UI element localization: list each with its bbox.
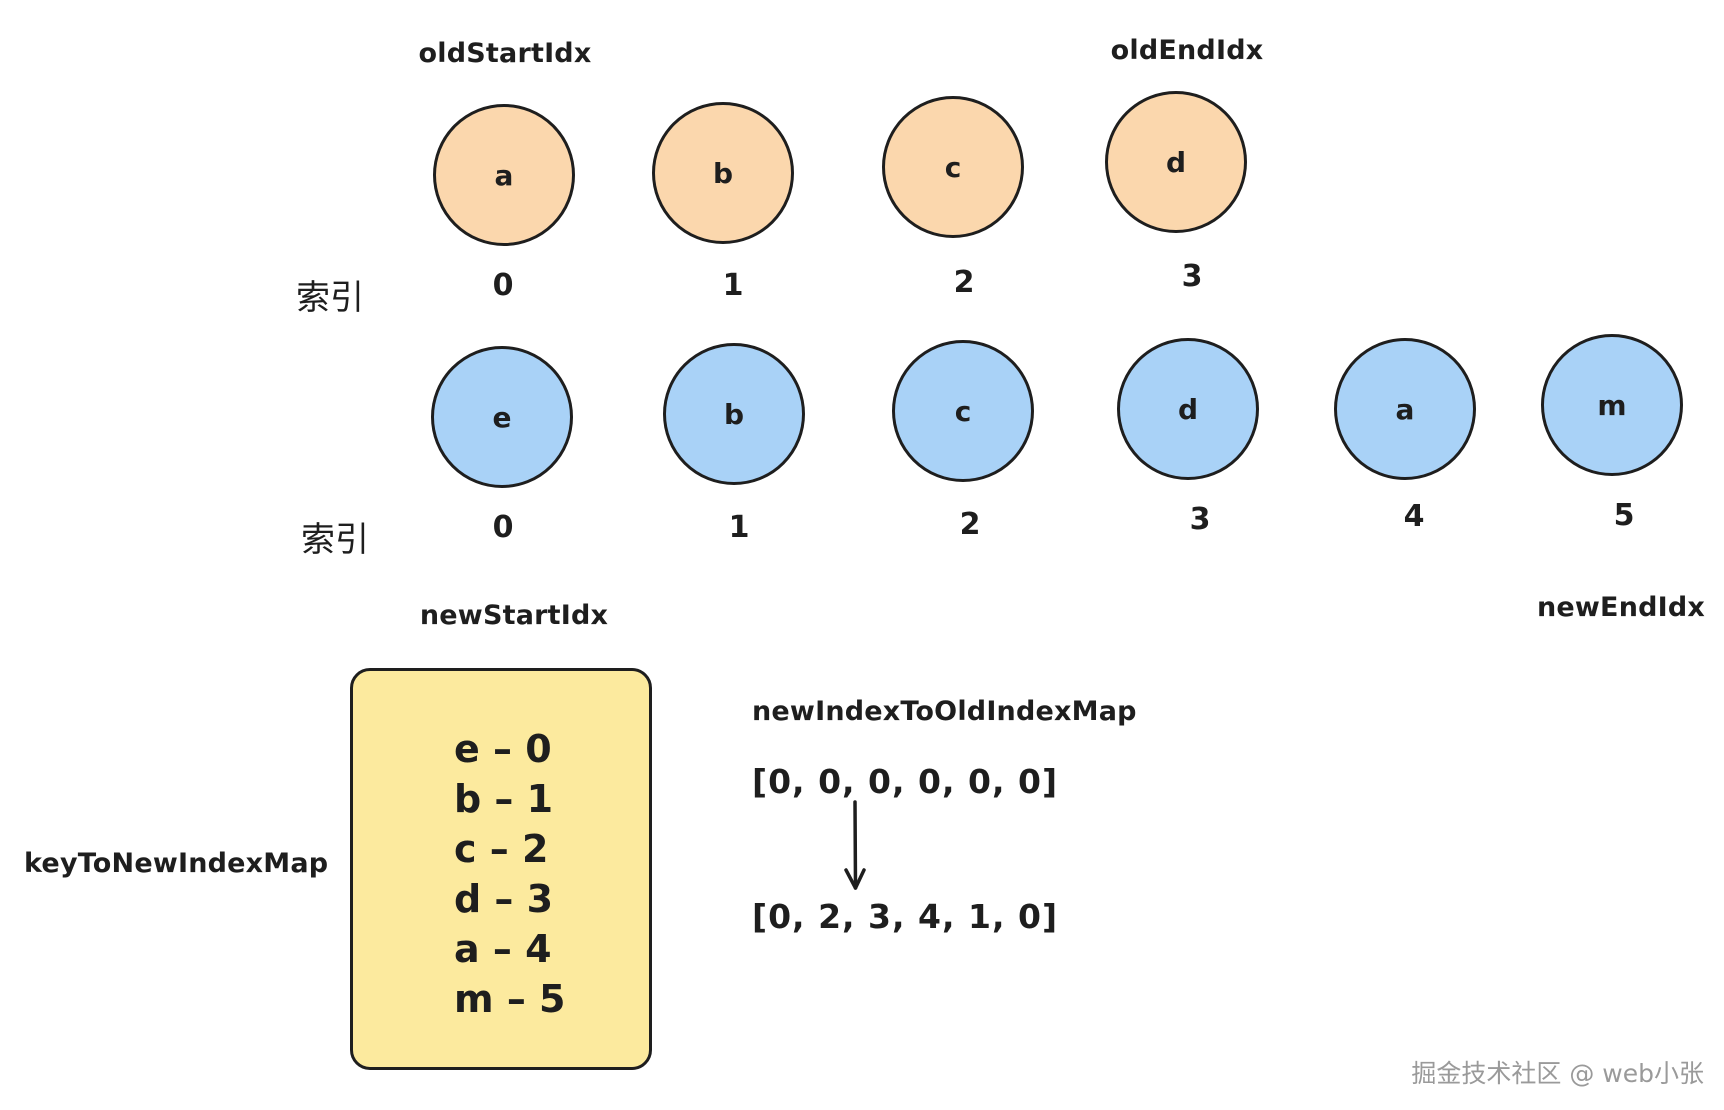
node-key: d xyxy=(1165,145,1187,179)
old-end-idx-label: oldEndIdx xyxy=(1110,35,1264,66)
node-key: a xyxy=(1395,392,1415,426)
new-index-to-old-index-map-label: newIndexToOldIndexMap xyxy=(752,696,1137,727)
key-map-entry: c – 2 xyxy=(454,827,549,871)
new-index-5: 5 xyxy=(1613,498,1635,533)
old-index-0: 0 xyxy=(492,268,514,303)
key-map-entry: d – 3 xyxy=(454,877,554,921)
key-map-entry: b – 1 xyxy=(454,777,554,821)
new-index-3: 3 xyxy=(1189,502,1211,537)
node-key: b xyxy=(712,156,734,190)
key-map-box xyxy=(350,668,652,1070)
node-key: e xyxy=(492,400,512,434)
node-key: c xyxy=(954,394,972,428)
node-key: d xyxy=(1177,392,1199,426)
new-end-idx-label: newEndIdx xyxy=(1536,592,1706,623)
watermark: 掘金技术社区 @ web小张 xyxy=(1411,1059,1704,1088)
new-index-caption: 索引 xyxy=(301,520,369,560)
index-map-result: [0, 2, 3, 4, 1, 0] xyxy=(752,897,1059,936)
old-node-a: a xyxy=(433,104,575,246)
old-index-caption: 索引 xyxy=(296,278,364,318)
old-index-1: 1 xyxy=(722,268,744,303)
old-start-idx-label: oldStartIdx xyxy=(418,38,592,69)
transform-arrow-icon xyxy=(844,800,866,890)
key-map-entries: e – 0 b – 1 c – 2 d – 3 a – 4 m – 5 xyxy=(454,724,566,1024)
key-to-new-index-map-label: keyToNewIndexMap xyxy=(24,848,329,879)
old-index-2: 2 xyxy=(953,265,975,300)
new-index-1: 1 xyxy=(728,510,750,545)
index-map-initial: [0, 0, 0, 0, 0, 0] xyxy=(752,762,1059,801)
node-key: c xyxy=(944,150,962,184)
node-key: m xyxy=(1597,388,1627,422)
new-node-b: b xyxy=(663,343,805,485)
new-node-a: a xyxy=(1334,338,1476,480)
key-map-entry: a – 4 xyxy=(454,927,552,971)
new-index-4: 4 xyxy=(1403,499,1425,534)
old-node-c: c xyxy=(882,96,1024,238)
old-node-b: b xyxy=(652,102,794,244)
new-start-idx-label: newStartIdx xyxy=(419,600,609,631)
new-index-2: 2 xyxy=(959,507,981,542)
key-map-entry: m – 5 xyxy=(454,977,566,1021)
node-key: b xyxy=(723,397,745,431)
key-map-entry: e – 0 xyxy=(454,727,552,771)
old-node-d: d xyxy=(1105,91,1247,233)
new-node-c: c xyxy=(892,340,1034,482)
new-node-m: m xyxy=(1541,334,1683,476)
node-key: a xyxy=(494,158,514,192)
new-node-e: e xyxy=(431,346,573,488)
old-index-3: 3 xyxy=(1181,259,1203,294)
new-node-d: d xyxy=(1117,338,1259,480)
new-index-0: 0 xyxy=(492,510,514,545)
